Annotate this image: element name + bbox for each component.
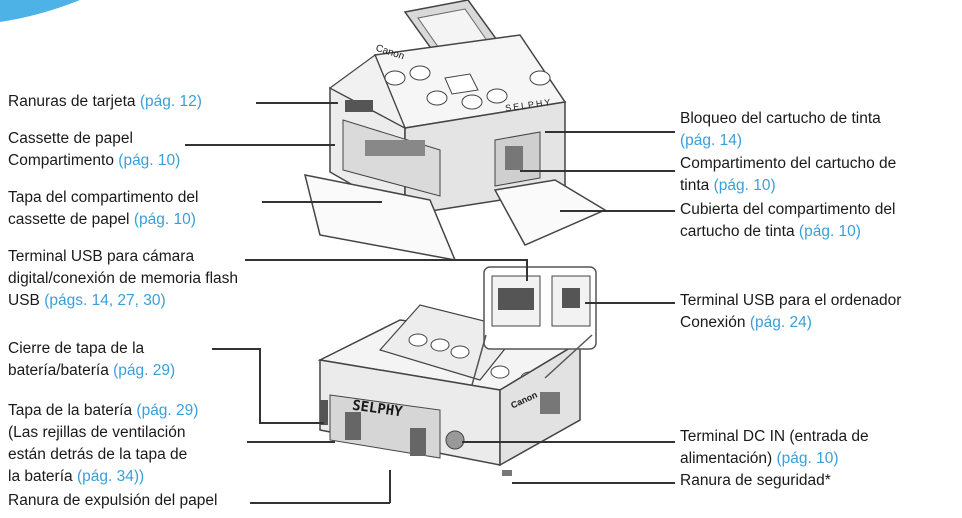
label-paper-cassette: Cassette de papel Compartimento (pág. 10…	[8, 130, 181, 169]
label-usb-camera: Terminal USB para cámara digital/conexió…	[8, 248, 239, 309]
label-dc-in: Terminal DC IN (entrada de alimentación)…	[680, 428, 869, 467]
header-arc	[0, 0, 80, 22]
label-security-slot: Ranura de seguridad*	[680, 472, 831, 489]
label-eject-slot: Ranura de expulsión del papel	[8, 492, 218, 509]
label-battery-cover: Tapa de la batería (pág. 29) (Las rejill…	[8, 402, 199, 485]
label-paper-cover: Tapa del compartimento del cassette de p…	[8, 189, 199, 228]
usb-inset	[471, 266, 597, 386]
front-printer	[303, 0, 607, 261]
label-card-slots: Ranuras de tarjeta (pág. 12)	[8, 93, 202, 110]
label-battery-latch: Cierre de tapa de la batería/batería (pá…	[8, 340, 176, 379]
label-ink-lock: Bloqueo del cartucho de tinta (pág. 14)	[680, 110, 881, 149]
label-ink-compartment: Compartimento del cartucho de tinta (pág…	[680, 155, 897, 194]
label-usb-pc: Terminal USB para el ordenador Conexión …	[680, 292, 902, 331]
label-ink-cover: Cubierta del compartimento del cartucho …	[680, 201, 896, 240]
